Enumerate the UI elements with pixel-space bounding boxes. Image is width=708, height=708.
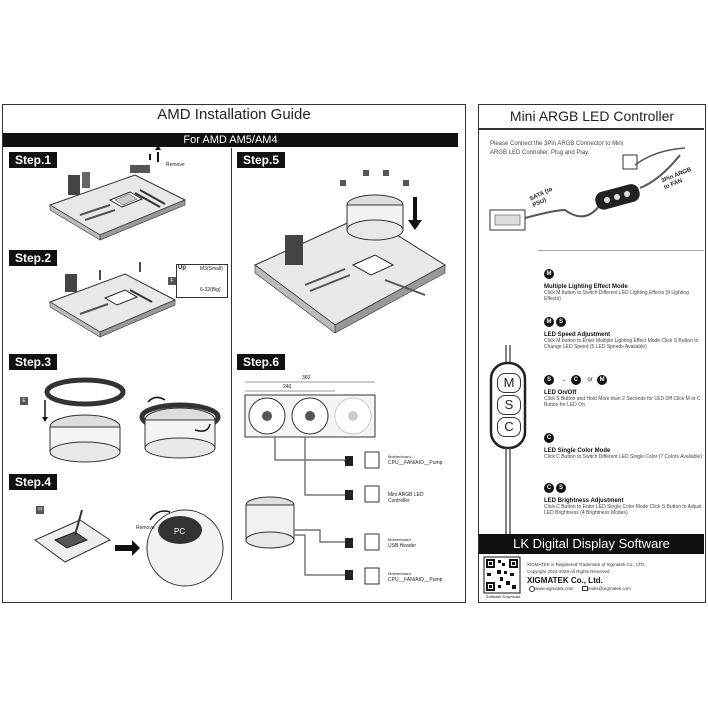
remote-c-button[interactable]: C: [497, 417, 521, 437]
remote-s-button[interactable]: S: [497, 395, 521, 415]
wiring-divider: [538, 250, 704, 251]
feature-list: M Multiple Lighting Effect Mode Click M …: [544, 262, 704, 526]
feature-desc: Click C Button to Switch Different LED S…: [544, 454, 702, 460]
controller-remote-illustration: [489, 345, 527, 535]
feature-title: LED Brightness Adjustment: [544, 498, 624, 504]
feature-title: LED Single Color Mode: [544, 448, 611, 454]
software-bar: [479, 534, 704, 554]
feature-title: Multiple Lighting Effect Mode: [544, 284, 628, 290]
connector-label-mini-argb: Mini ARGB LED: [388, 492, 424, 498]
connector-label-usb: USB Header: [388, 543, 417, 549]
feature-title: LED On/Off: [544, 390, 577, 396]
controller-wiring-illustration: [489, 147, 686, 231]
connector-label-mb-1: Motherboard: [388, 454, 411, 459]
trademark-text: XIGMATEK is Registered Trademark of Xigm…: [527, 562, 646, 567]
radiator-length-360: 360: [302, 375, 311, 381]
step6-radiator-illustration: [244, 381, 380, 585]
remote-m-button[interactable]: M: [497, 373, 521, 393]
step6-label: Step.6: [237, 354, 286, 370]
qr-code-icon: [483, 556, 521, 594]
company-name: XIGMATEK Co., Ltd.: [527, 576, 603, 585]
guide-subtitle-bar: [3, 133, 458, 147]
c-badge-icon: C: [570, 375, 581, 385]
email-link[interactable]: sales@xigmatek.com: [588, 586, 631, 591]
step1-remove-label: Remove: [166, 162, 185, 168]
connector-label-controller: Controller: [388, 498, 410, 504]
website-link[interactable]: www.xigmatek.com: [535, 586, 574, 591]
part-e-label: E: [20, 397, 28, 405]
step3-label: Step.3: [9, 354, 58, 370]
guide-subtitle: For AMD AM5/AM4: [183, 134, 278, 146]
feature-desc: Click C Button to Enter LED Single Color…: [544, 504, 702, 516]
connector-label-mb-3: Motherboard: [388, 571, 411, 576]
column-divider: [231, 148, 232, 600]
s-badge-icon: S: [556, 483, 566, 493]
controller-panel: [478, 104, 706, 603]
guide-title: AMD Installation Guide: [157, 106, 311, 123]
screw-up-label: Up: [178, 265, 186, 271]
feature-item: C LED Single Color Mode Click C Button t…: [544, 426, 704, 476]
step5-pump-install-illustration: [254, 170, 446, 334]
step1-label: Step.1: [9, 152, 58, 168]
step2-label: Step.2: [9, 250, 58, 266]
feature-item: S → C or M LED On/Off Click S Button and…: [544, 368, 704, 426]
connector-label-cpu-fan-2: CPU__FAN/AIO__Pump: [388, 577, 443, 583]
s-badge-icon: S: [544, 375, 554, 385]
feature-desc: Click M button to Enter Multiple Lightin…: [544, 338, 699, 350]
part-h-label: H: [36, 506, 44, 514]
connector-label-mb-2: Motherboard: [388, 537, 411, 542]
feature-title: LED Speed Adjustment: [544, 332, 611, 338]
software-download-label: Software Download: [485, 594, 521, 599]
controller-intro: Please Connect the 3Pin ARGB Connector t…: [490, 141, 624, 156]
step4-label: Step.4: [9, 474, 58, 490]
s-badge-icon: S: [556, 317, 566, 327]
step2-motherboard-illustration: [48, 262, 177, 338]
svg-text:PC: PC: [174, 527, 185, 536]
step5-label: Step.5: [237, 152, 286, 168]
feature-desc: Click M button to Switch Different LED L…: [544, 290, 689, 302]
screw-kg-label: 6-32(Big): [200, 287, 221, 293]
globe-icon: [529, 586, 535, 592]
c-badge-icon: C: [544, 483, 554, 493]
step4-remove-label: Remove: [136, 525, 155, 531]
m-badge-icon: M: [597, 375, 608, 385]
c-badge-icon: C: [544, 433, 554, 443]
connector-label-cpu-fan-1: CPU__FAN/AIO__Pump: [388, 460, 443, 466]
part-f-label: F: [168, 277, 176, 285]
m-badge-icon: M: [544, 317, 554, 327]
radiator-length-240: 240: [283, 384, 292, 390]
step1-motherboard-illustration: [48, 145, 187, 241]
screw-m3-label: M3(Small): [200, 266, 223, 272]
feature-desc: Click S Button and Hold More than 2 Seco…: [544, 396, 701, 408]
screw-spec-box: [176, 264, 228, 298]
step3-bracket-illustration: [42, 377, 221, 463]
m-badge-icon: M: [544, 269, 554, 279]
copyright-text: Copyright 2024-2028 All Rights Reserved: [527, 569, 610, 574]
step4-thermal-paste-illustration: PC: [34, 509, 224, 587]
mail-icon: [582, 586, 588, 591]
software-title: LK Digital Display Software: [513, 536, 670, 551]
feature-item: M Multiple Lighting Effect Mode Click M …: [544, 262, 704, 310]
controller-title: Mini ARGB LED Controller: [509, 108, 675, 124]
title-divider: [479, 128, 704, 130]
